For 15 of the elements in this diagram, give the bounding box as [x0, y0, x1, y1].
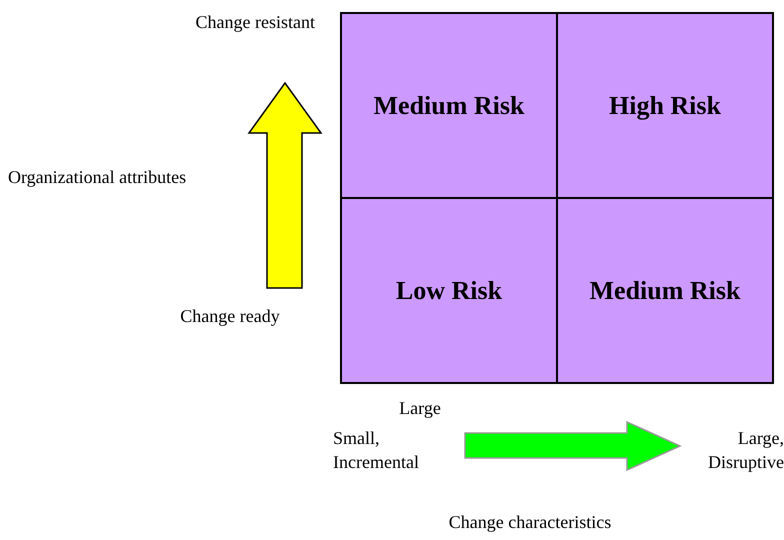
axis-label: Change ready — [179, 305, 281, 328]
risk-quadrant — [340, 12, 558, 199]
risk-level: Medium Risk — [374, 90, 524, 122]
axis-label: Change resistant — [194, 11, 315, 34]
axis-label: Large — [398, 397, 442, 420]
risk-quadrant — [556, 197, 774, 384]
risk-quadrant — [556, 12, 774, 199]
axis-label: Large, Disruptive — [707, 427, 784, 474]
risk-level: Medium Risk — [590, 275, 740, 307]
axis-label: Change characteristics — [448, 511, 612, 534]
risk-quadrant — [340, 197, 558, 384]
axis-label: Organizational attributes — [8, 166, 188, 189]
axis-label: Small, Incremental — [333, 427, 420, 474]
risk-level: Low Risk — [396, 275, 502, 307]
risk-level: High Risk — [609, 90, 721, 122]
